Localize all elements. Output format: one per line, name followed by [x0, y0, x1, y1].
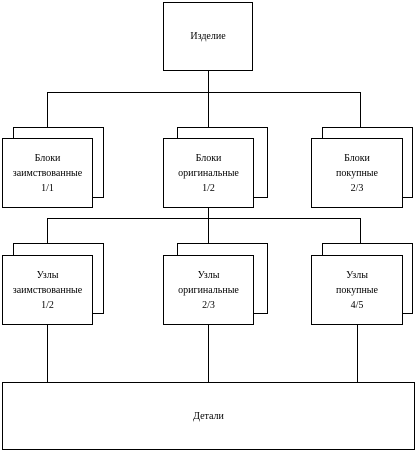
block-1-line-1: Блоки [34, 152, 61, 164]
block-3-line-2: покупные [336, 167, 378, 179]
unit-1-line-2: заимствованные [12, 284, 83, 296]
unit-2-line-2: оригинальные [178, 284, 239, 296]
block-node-borrowed: Блоки заимствованные 1/1 [2, 138, 93, 208]
block-2-line-3: 1/2 [202, 182, 215, 194]
block-2-line-1: Блоки [195, 152, 222, 164]
block-node-purchased: Блоки покупные 2/3 [311, 138, 403, 208]
unit-node-original: Узлы оригинальные 2/3 [163, 255, 254, 325]
unit-2-line-1: Узлы [197, 269, 220, 281]
unit-node-borrowed: Узлы заимствованные 1/2 [2, 255, 93, 325]
parts-node-label: Детали [193, 410, 224, 422]
unit-1-line-1: Узлы [36, 269, 59, 281]
unit-3-line-1: Узлы [346, 269, 368, 281]
unit-3-line-2: покупные [336, 284, 378, 296]
parts-node: Детали [2, 382, 415, 450]
block-1-line-3: 1/1 [41, 182, 54, 194]
block-2-line-2: оригинальные [178, 167, 239, 179]
block-3-line-3: 2/3 [350, 182, 364, 194]
root-node-label: Изделие [190, 31, 226, 42]
root-node-product: Изделие [163, 2, 253, 71]
block-node-original: Блоки оригинальные 1/2 [163, 138, 254, 208]
block-3-line-1: Блоки [344, 152, 370, 164]
unit-3-line-3: 4/5 [350, 299, 364, 311]
unit-2-line-3: 2/3 [202, 299, 215, 311]
unit-1-line-3: 1/2 [41, 299, 54, 311]
block-1-line-2: заимствованные [12, 167, 83, 179]
unit-node-purchased: Узлы покупные 4/5 [311, 255, 403, 325]
